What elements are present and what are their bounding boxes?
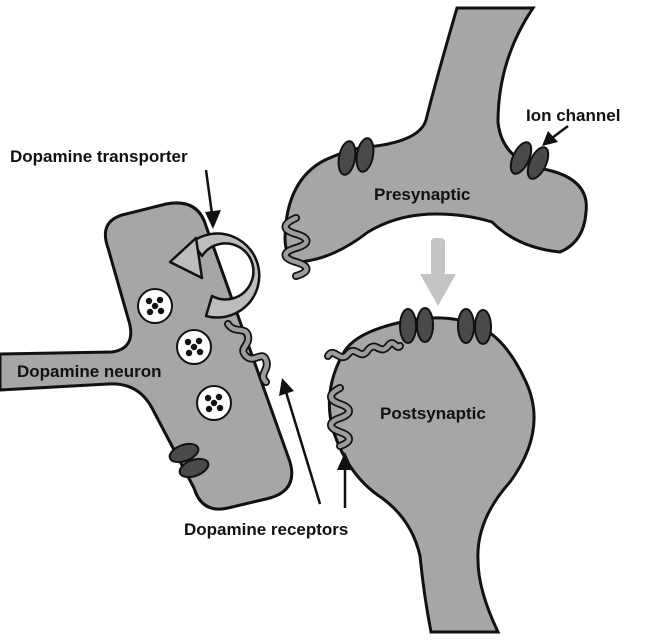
label-postsynaptic: Postsynaptic: [380, 404, 486, 423]
postsynaptic-cell: [329, 318, 534, 632]
presynaptic-cell: [285, 8, 586, 262]
label-presynaptic: Presynaptic: [374, 185, 470, 204]
label-dopamine-neuron: Dopamine neuron: [17, 362, 162, 381]
postsynaptic-body: [329, 318, 534, 632]
signal-arrow: [420, 238, 456, 306]
label-dopamine-transporter: Dopamine transporter: [10, 147, 188, 166]
vesicle: [138, 289, 172, 323]
arrow-dopamine-transporter: [205, 170, 221, 229]
vesicle: [197, 386, 231, 420]
label-ion-channel: Ion channel: [526, 106, 620, 125]
vesicle: [177, 330, 211, 364]
presynaptic-body: [285, 8, 586, 262]
label-dopamine-receptors: Dopamine receptors: [184, 520, 348, 539]
arrow-ion-channel: [542, 126, 568, 146]
